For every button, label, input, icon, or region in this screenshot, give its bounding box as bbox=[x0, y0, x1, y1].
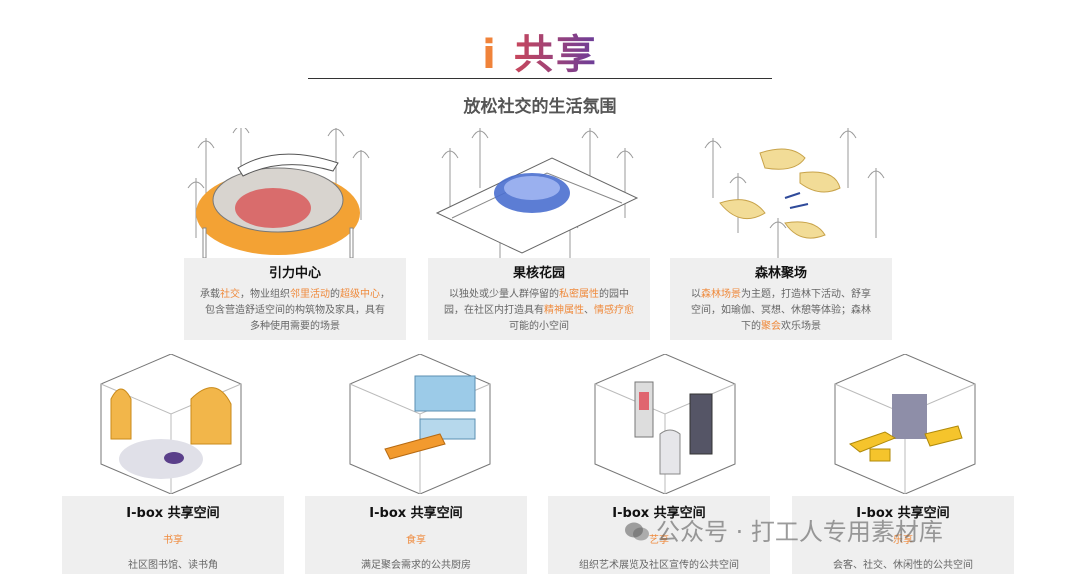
card-description: 组织艺术展览及社区宣传的公共空间 bbox=[579, 560, 739, 571]
card-subtitle: 食享 bbox=[406, 535, 426, 546]
gravity-center-illustration bbox=[187, 128, 370, 259]
description-text: 、 bbox=[584, 305, 594, 316]
card-title: I-box 共享空间 bbox=[612, 506, 706, 521]
forest-gathering-illustration bbox=[704, 128, 885, 263]
highlight-text: 私密属性 bbox=[559, 289, 599, 300]
card-title: I-box 共享空间 bbox=[856, 506, 950, 521]
card-title: 果核花园 bbox=[512, 266, 565, 281]
ibox-book-illustration bbox=[100, 354, 242, 494]
description-line: 包含营造舒适空间的构筑物及家具，具有 bbox=[192, 303, 398, 319]
description-text: 可能的小空间 bbox=[509, 321, 569, 332]
ibox-food-illustration bbox=[349, 354, 491, 494]
card-title: 森林聚场 bbox=[754, 266, 807, 281]
card-description: 会客、社交、休闲性的公共空间 bbox=[833, 560, 973, 571]
card-forest-gathering: 森林聚场 以森林场景为主题，打造林下活动、舒享空间，如瑜伽、冥想、休憩等体验；森… bbox=[670, 258, 892, 340]
card-ibox-art: I-box 共享空间 艺享 组织艺术展览及社区宣传的公共空间 bbox=[548, 496, 770, 574]
highlight-text: 邻里活动 bbox=[290, 289, 330, 300]
card-core-garden: 果核花园 以独处或少量人群停留的私密属性的园中园，在社区内打造具有精神属性、情感… bbox=[428, 258, 650, 340]
description-line: 下的聚会欢乐场景 bbox=[678, 319, 884, 335]
highlight-text: 精神属性 bbox=[544, 305, 584, 316]
card-gravity-center: 引力中心 承载社交，物业组织邻里活动的超级中心， 包含营造舒适空间的构筑物及家具，… bbox=[184, 258, 406, 340]
card-ibox-book: I-box 共享空间 书享 社区图书馆、读书角 bbox=[62, 496, 284, 574]
description-text: 承载 bbox=[200, 289, 220, 300]
description-line: 以独处或少量人群停留的私密属性的园中 bbox=[436, 287, 642, 303]
card-ibox-leisure: I-box 共享空间 乐享 会客、社交、休闲性的公共空间 bbox=[792, 496, 1014, 574]
description-line: 空间，如瑜伽、冥想、休憩等体验；森林 bbox=[678, 303, 884, 319]
card-title: I-box 共享空间 bbox=[126, 506, 220, 521]
card-title: I-box 共享空间 bbox=[369, 506, 463, 521]
title-i: i bbox=[482, 32, 498, 78]
description-line: 承载社交，物业组织邻里活动的超级中心， bbox=[192, 287, 398, 303]
description-line: 以森林场景为主题，打造林下活动、舒享 bbox=[678, 287, 884, 303]
description-text: 欢乐场景 bbox=[781, 321, 821, 332]
highlight-text: 聚会 bbox=[761, 321, 781, 332]
description-text: 的园中 bbox=[599, 289, 629, 300]
description-text: 以独处或少量人群停留的 bbox=[449, 289, 559, 300]
card-description: 以独处或少量人群停留的私密属性的园中园，在社区内打造具有精神属性、情感疗愈可能的… bbox=[428, 281, 650, 335]
card-subtitle: 书享 bbox=[163, 535, 183, 546]
page-title: i 共享 bbox=[0, 22, 1080, 80]
description-text: ， bbox=[380, 289, 390, 300]
description-text: 以 bbox=[691, 289, 701, 300]
description-line: 可能的小空间 bbox=[436, 319, 642, 335]
card-description: 以森林场景为主题，打造林下活动、舒享空间，如瑜伽、冥想、休憩等体验；森林下的聚会… bbox=[670, 281, 892, 335]
core-garden-illustration bbox=[435, 128, 639, 263]
description-line: 多种使用需要的场景 bbox=[192, 319, 398, 335]
title-divider bbox=[308, 78, 772, 79]
description-line: 园，在社区内打造具有精神属性、情感疗愈 bbox=[436, 303, 642, 319]
card-ibox-food: I-box 共享空间 食享 满足聚会需求的公共厨房 bbox=[305, 496, 527, 574]
watermark-text: 公众号 · 打工人专用素材库 bbox=[656, 518, 943, 546]
description-text: 的 bbox=[330, 289, 340, 300]
card-description: 满足聚会需求的公共厨房 bbox=[361, 560, 471, 571]
highlight-text: 超级中心 bbox=[340, 289, 380, 300]
card-subtitle: 乐享 bbox=[893, 535, 913, 546]
wechat-icon bbox=[625, 522, 649, 541]
card-title: 引力中心 bbox=[268, 266, 321, 281]
highlight-text: 社交 bbox=[220, 289, 240, 300]
card-subtitle: 艺享 bbox=[649, 535, 669, 546]
highlight-text: 森林场景 bbox=[701, 289, 741, 300]
title-main: 共享 bbox=[513, 32, 598, 78]
description-text: 多种使用需要的场景 bbox=[250, 321, 340, 332]
description-text: 为主题，打造林下活动、舒享 bbox=[741, 289, 871, 300]
watermark: 公众号 · 打工人专用素材库 bbox=[624, 512, 943, 547]
description-text: 园，在社区内打造具有 bbox=[444, 305, 544, 316]
ibox-art-illustration bbox=[594, 354, 736, 494]
card-description: 社区图书馆、读书角 bbox=[128, 560, 218, 571]
ibox-leisure-illustration bbox=[834, 354, 976, 494]
description-text: 包含营造舒适空间的构筑物及家具，具有 bbox=[205, 305, 385, 316]
description-text: 空间，如瑜伽、冥想、休憩等体验；森林 bbox=[691, 305, 871, 316]
highlight-text: 情感疗愈 bbox=[594, 305, 634, 316]
description-text: 下的 bbox=[741, 321, 761, 332]
description-text: ，物业组织 bbox=[240, 289, 290, 300]
card-description: 承载社交，物业组织邻里活动的超级中心， 包含营造舒适空间的构筑物及家具，具有多种使… bbox=[184, 281, 406, 335]
page-subtitle: 放松社交的生活氛围 bbox=[463, 97, 617, 117]
